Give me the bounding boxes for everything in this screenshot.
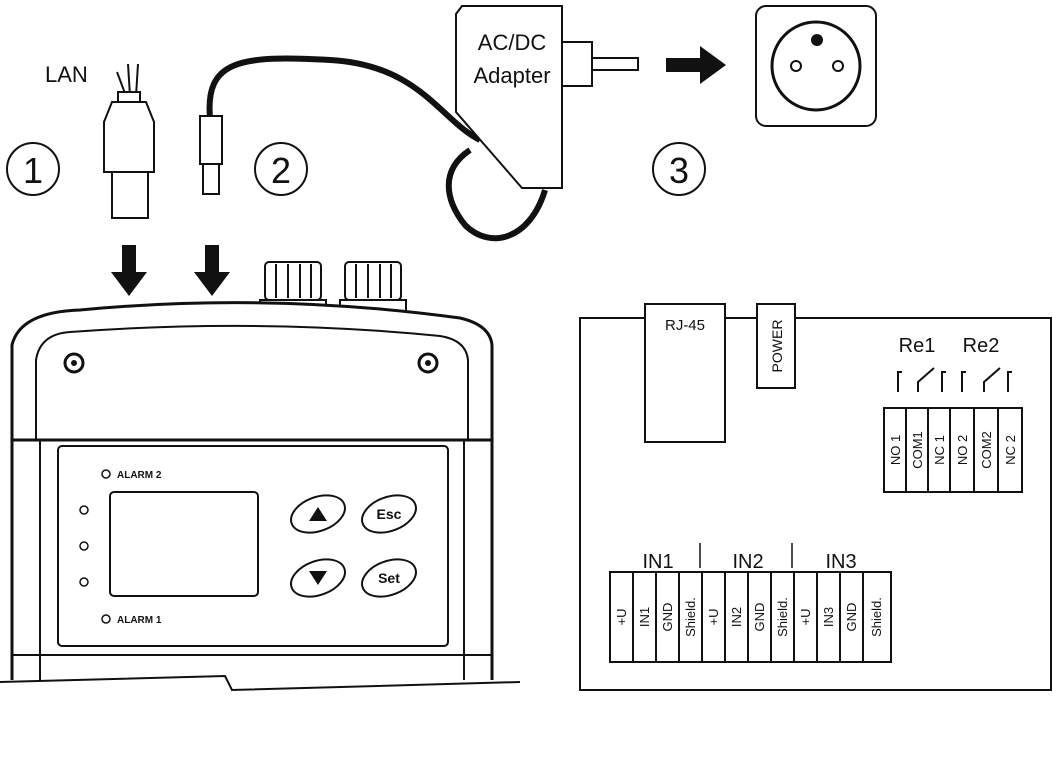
input-group-label: IN1 bbox=[642, 551, 673, 573]
rj45-label: RJ-45 bbox=[665, 317, 705, 334]
up-key[interactable] bbox=[286, 488, 350, 539]
input-group-label: IN2 bbox=[732, 551, 763, 573]
relay-terminal-label: NO 2 bbox=[955, 435, 970, 465]
lan-plug bbox=[103, 63, 155, 219]
led-indicator bbox=[79, 505, 89, 515]
alarm-2-label: ALARM 2 bbox=[117, 470, 162, 481]
step-3-number: 3 bbox=[669, 150, 689, 191]
input-terminal-label: +U bbox=[798, 609, 813, 626]
down-key[interactable] bbox=[286, 552, 350, 603]
step-2-marker: 2 bbox=[254, 142, 308, 196]
relay-terminal-label: NC 2 bbox=[1003, 435, 1018, 465]
relay-terminal-label: NO 1 bbox=[888, 435, 903, 465]
arrow-down-icon bbox=[111, 245, 147, 296]
triangle-up-icon bbox=[309, 507, 327, 521]
arrow-down-icon bbox=[194, 245, 230, 296]
screw-icon bbox=[417, 352, 439, 374]
input-terminal-label: GND bbox=[844, 603, 859, 632]
input-terminal-label: +U bbox=[614, 609, 629, 626]
input-terminal-label: IN2 bbox=[729, 607, 744, 627]
dc-plug bbox=[199, 55, 548, 242]
lan-label: LAN bbox=[45, 62, 88, 87]
relay-2-contact-icon bbox=[961, 367, 1012, 392]
step-1-number: 1 bbox=[23, 150, 43, 191]
relay-terminal-label: COM1 bbox=[910, 431, 925, 469]
relay-1-label: Re1 bbox=[899, 335, 936, 357]
input-terminal-label: Shield. bbox=[775, 597, 790, 637]
rj45-port: RJ-45 bbox=[644, 303, 726, 443]
led-indicator bbox=[79, 577, 89, 587]
adapter-label-line2: Adapter bbox=[473, 63, 550, 88]
relay-1-contact-icon bbox=[897, 367, 946, 392]
input-terminal-label: IN3 bbox=[821, 607, 836, 627]
screw-icon bbox=[63, 352, 85, 374]
input-terminal-label: Shield. bbox=[683, 597, 698, 637]
input-terminal-label: IN1 bbox=[637, 607, 652, 627]
input-terminal-label: GND bbox=[660, 603, 675, 632]
relay-terminal-label: NC 1 bbox=[932, 435, 947, 465]
led-indicator bbox=[79, 541, 89, 551]
set-key-label: Set bbox=[378, 570, 400, 586]
input-group-label: IN3 bbox=[825, 551, 856, 573]
relay-terminal-strip bbox=[883, 407, 1023, 493]
step-2-number: 2 bbox=[271, 150, 291, 191]
power-connector: POWER bbox=[756, 303, 796, 389]
alarm-1-label: ALARM 1 bbox=[117, 615, 162, 626]
lcd-display bbox=[109, 491, 259, 597]
wall-socket bbox=[755, 5, 877, 127]
input-terminal-strip bbox=[609, 571, 892, 663]
step-1-marker: 1 bbox=[6, 142, 60, 196]
triangle-down-icon bbox=[309, 571, 327, 585]
input-terminal-label: Shield. bbox=[869, 597, 884, 637]
relay-2-label: Re2 bbox=[963, 335, 1000, 357]
esc-key[interactable]: Esc bbox=[357, 488, 421, 539]
alarm-1-led bbox=[101, 614, 111, 624]
terminal-board: RJ-45 POWER Re1 Re2 NO 1 COM1 bbox=[579, 303, 1052, 691]
relay-terminal-label: COM2 bbox=[979, 431, 994, 469]
arrow-right-icon bbox=[666, 46, 726, 84]
ac-dc-adapter: AC/DC Adapter bbox=[455, 5, 639, 189]
device-housing: ALARM 2 ALARM 1 Esc Set bbox=[0, 261, 521, 692]
alarm-2-led bbox=[101, 469, 111, 479]
adapter-label-line1: AC/DC bbox=[478, 30, 547, 55]
set-key[interactable]: Set bbox=[357, 552, 421, 603]
input-terminal-label: +U bbox=[706, 609, 721, 626]
step-3-marker: 3 bbox=[652, 142, 706, 196]
esc-key-label: Esc bbox=[377, 506, 402, 522]
power-label: POWER bbox=[769, 320, 785, 373]
input-terminal-label: GND bbox=[752, 603, 767, 632]
